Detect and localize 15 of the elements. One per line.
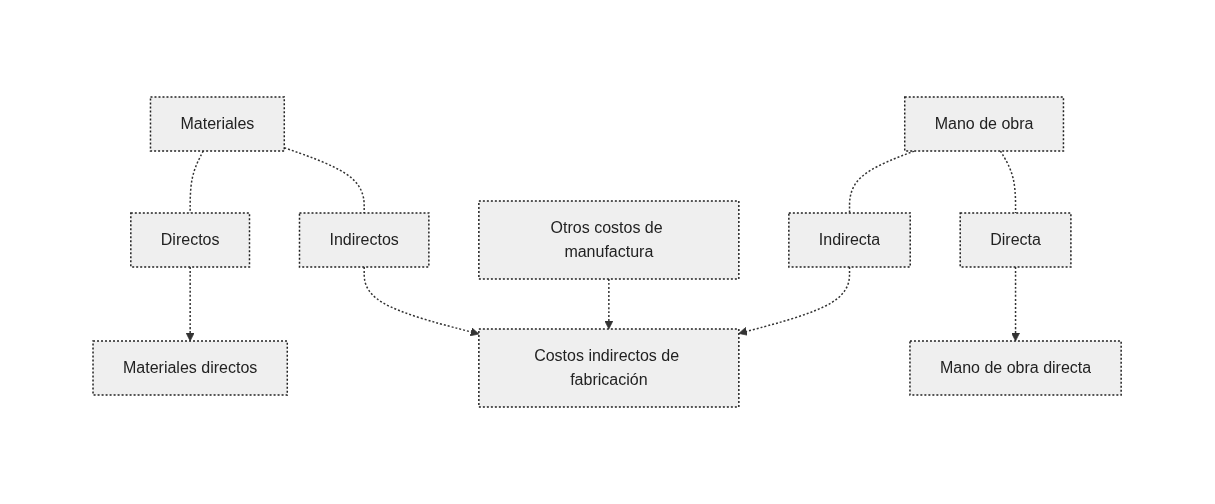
node-box: Indirecta <box>788 212 912 268</box>
arrow <box>186 266 195 342</box>
arrow <box>1011 266 1021 342</box>
node-box: Directa <box>959 212 1073 268</box>
arrow <box>604 278 614 330</box>
node-box: Materiales directos <box>92 340 289 396</box>
node-box: Costos indirectos de fabricación <box>478 328 740 408</box>
node-box: Otros costos de manufactura <box>478 200 740 280</box>
node-box: Materiales <box>150 96 286 152</box>
node-box: Directos <box>130 212 251 268</box>
arrow <box>363 266 480 337</box>
node-box: Mano de obra directa <box>909 340 1123 396</box>
node-box: Indirectos <box>299 212 430 268</box>
node-box: Mano de obra <box>904 96 1065 152</box>
arrow <box>738 266 851 336</box>
